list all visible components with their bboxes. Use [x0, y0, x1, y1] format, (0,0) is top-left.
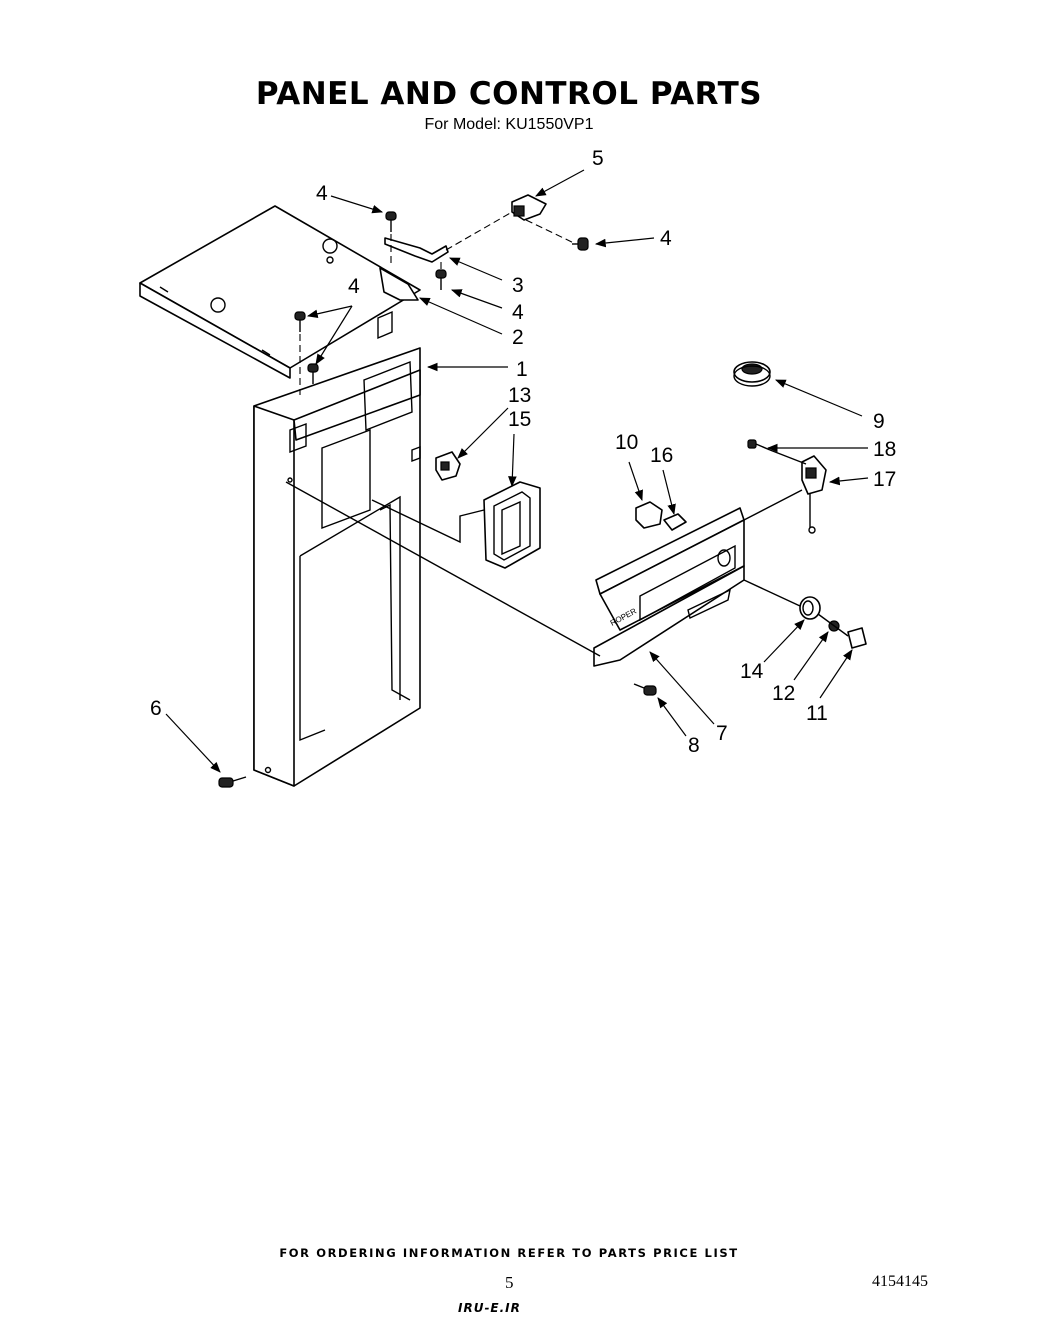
screw-part-8 — [633, 683, 657, 696]
callout-5: 5 — [592, 147, 604, 170]
callout-8: 8 — [688, 734, 700, 757]
ordering-info-note: FOR ORDERING INFORMATION REFER TO PARTS … — [279, 1246, 739, 1260]
callout-4-right: 4 — [660, 227, 672, 250]
callout-15: 15 — [508, 408, 531, 431]
callout-7: 7 — [716, 722, 728, 745]
screw-part-4-left-b — [307, 363, 319, 384]
callout-10: 10 — [615, 431, 638, 454]
cap-part-11 — [847, 627, 867, 649]
screw-part-18 — [747, 439, 771, 451]
bracket-part-3 — [384, 237, 449, 263]
knob-part-14 — [799, 596, 821, 620]
alignment-line — [525, 219, 577, 245]
callout-4-left: 4 — [348, 275, 360, 298]
callout-9: 9 — [873, 410, 885, 433]
callout-3: 3 — [512, 274, 524, 297]
bracket-part-2 — [379, 267, 419, 301]
screw-part-4-right — [572, 237, 589, 251]
alignment-line — [445, 211, 513, 251]
knob-ring-part-9 — [733, 361, 771, 387]
callout-14: 14 — [740, 660, 764, 683]
screw-part-6 — [218, 776, 247, 788]
assembly-line — [285, 481, 601, 657]
leader-lines — [165, 169, 869, 773]
switch-part-17 — [801, 455, 827, 534]
callout-labels: 1 2 3 4 4 4 4 5 6 7 8 9 10 11 12 13 14 1… — [150, 147, 896, 757]
callout-16: 16 — [650, 444, 673, 467]
page-title: PANEL AND CONTROL PARTS — [255, 76, 763, 112]
page-number: 5 — [505, 1273, 514, 1292]
screw-part-4-middle — [435, 269, 447, 290]
callout-11: 11 — [806, 702, 828, 725]
housing-part-15 — [483, 481, 541, 569]
handwritten-note: IRU-E.IR — [458, 1301, 521, 1315]
top-cover-plate — [139, 205, 421, 379]
assembly-line — [817, 613, 849, 637]
callout-18: 18 — [873, 438, 896, 461]
clip-part-16 — [663, 513, 687, 531]
screw-part-4-top — [385, 211, 397, 232]
assembly-line — [371, 499, 485, 544]
screw-part-4-left-a — [294, 311, 306, 395]
callout-2: 2 — [512, 326, 524, 349]
main-control-panel-frame — [253, 310, 421, 787]
callout-1: 1 — [516, 358, 528, 381]
control-bracket-part-7: ROPER — [593, 507, 745, 667]
switch-block-part-5 — [511, 194, 547, 221]
model-subtitle: For Model: KU1550VP1 — [424, 116, 594, 133]
callout-4-top-left: 4 — [316, 182, 328, 205]
assembly-line — [769, 449, 807, 465]
switch-part-13 — [435, 451, 461, 481]
callout-12: 12 — [772, 682, 795, 705]
assembly-line — [743, 579, 801, 607]
knob-part-10 — [635, 501, 663, 529]
document-number: 4154145 — [872, 1273, 928, 1290]
callout-17: 17 — [873, 468, 896, 491]
callout-6: 6 — [150, 697, 162, 720]
callout-4-middle: 4 — [512, 301, 524, 324]
callout-13: 13 — [508, 384, 531, 407]
assembly-line — [743, 489, 803, 521]
